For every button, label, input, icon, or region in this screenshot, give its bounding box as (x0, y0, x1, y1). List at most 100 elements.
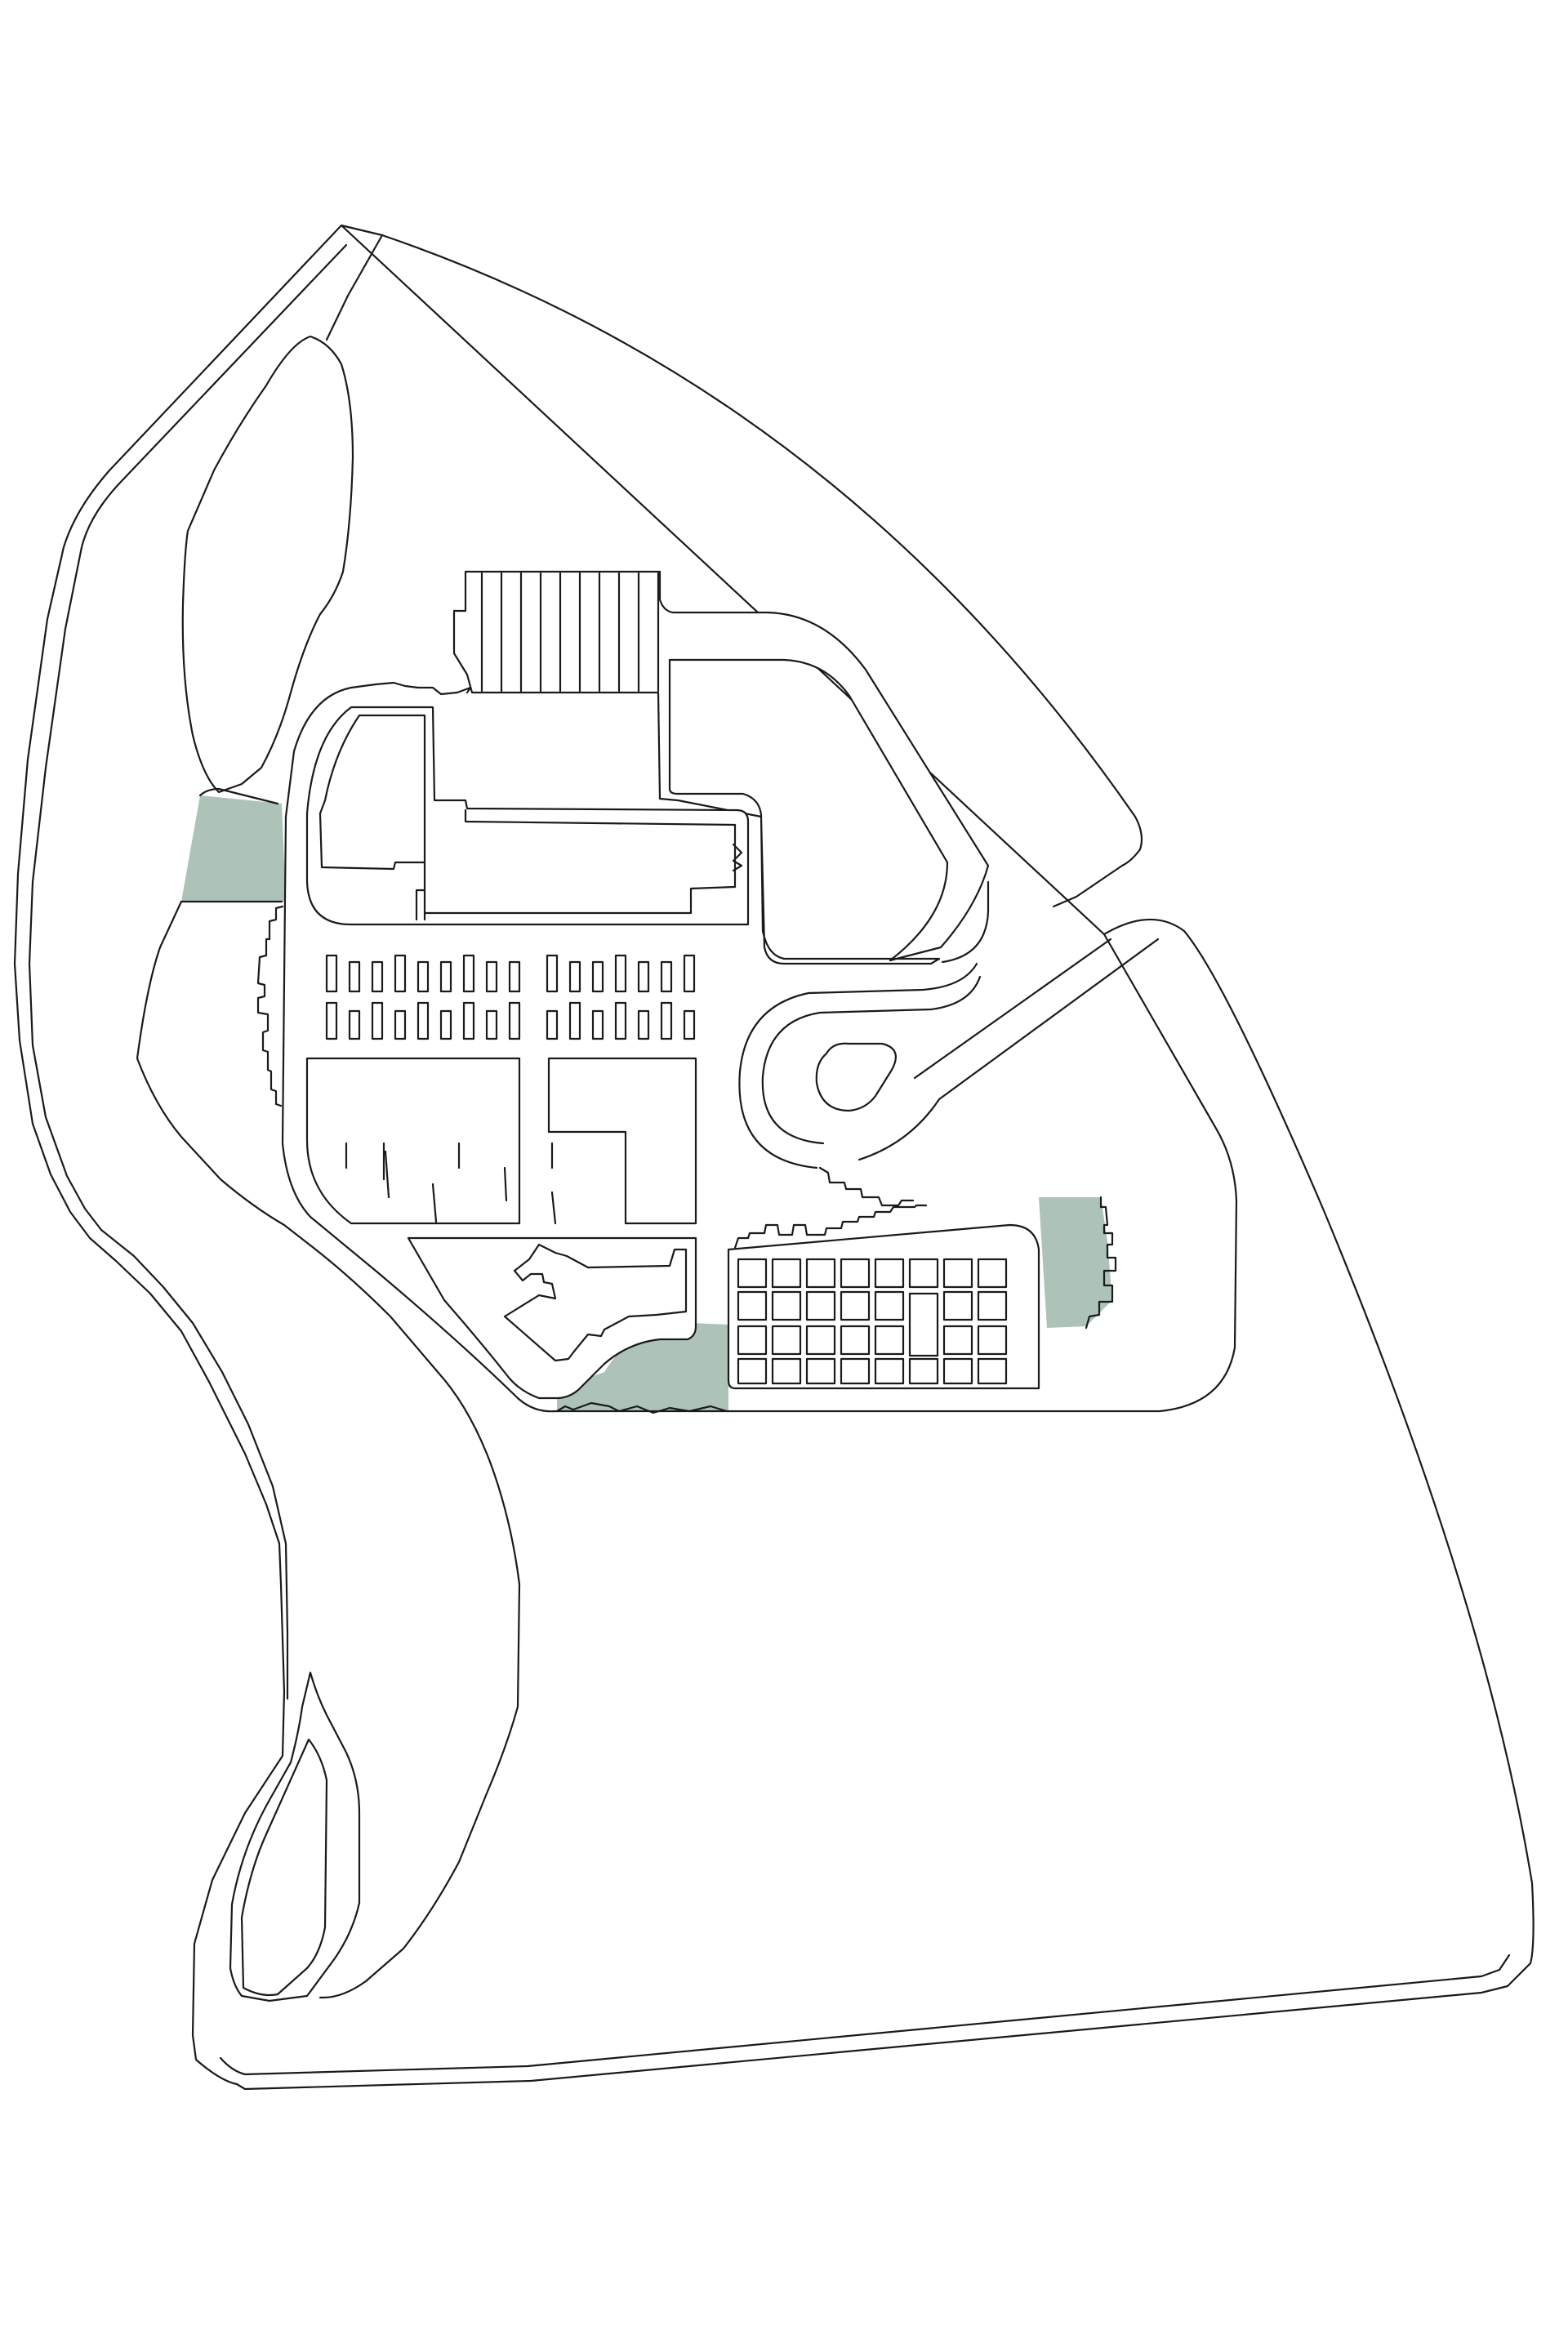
parking-stall (683, 1009, 696, 1040)
parking-stall (416, 960, 430, 993)
parking-stall (439, 1009, 452, 1040)
south-island (229, 1671, 361, 2002)
turnaround-outer (738, 880, 1160, 1169)
parking-grid-cell (874, 1325, 905, 1356)
stepped-edge-north (818, 1166, 915, 1207)
parking-stall (348, 960, 361, 993)
site-boundary (13, 224, 1535, 2091)
green-space-west (181, 795, 286, 902)
turnaround-island (815, 1042, 897, 1112)
main-building (305, 706, 750, 926)
parking-grid-cell (737, 1357, 768, 1385)
parking-stall (416, 1001, 430, 1040)
parking-stall (546, 1009, 559, 1040)
parking-stall (660, 960, 673, 993)
parking-grid-cell (840, 1357, 871, 1385)
parking-grid-cell (771, 1325, 802, 1356)
parking-stall (371, 1001, 384, 1040)
parking-stall (394, 1009, 407, 1040)
turnaround-loop (738, 880, 1160, 1169)
stepped-planting-edges (256, 905, 1117, 1414)
island-inner (240, 1738, 328, 1997)
parking-grid-cell (908, 1357, 939, 1385)
parking-grid-cell (942, 1325, 973, 1356)
parking-grid-cell (977, 1357, 1008, 1385)
turnaround-inner (761, 938, 1112, 1145)
parking-grid-cell (771, 1258, 802, 1289)
parking-grid-cell (874, 1357, 905, 1385)
wooded-area-west (181, 335, 354, 794)
parking-block-west (305, 1057, 521, 1225)
south-parking-blocks (305, 1057, 697, 1225)
parking-grid-cell (942, 1290, 973, 1321)
parking-grid-cell (874, 1258, 905, 1289)
parking-grid-cell (840, 1258, 871, 1289)
parking-stall (508, 960, 521, 993)
parking-stall (325, 1001, 338, 1040)
parking-grid-cell (874, 1290, 905, 1321)
parking-grid-cell (737, 1258, 768, 1289)
parking-grid-cell (805, 1290, 836, 1321)
parking-stall (683, 954, 696, 993)
parking-grid-cell (908, 1292, 939, 1357)
parking-grid-cell (977, 1325, 1008, 1356)
south-building-footprint (503, 1243, 688, 1362)
parking-grid-cell (840, 1325, 871, 1356)
boundary-outer-line (13, 224, 1535, 2091)
stepped-edge-east (1085, 1196, 1117, 1330)
parking-stall (591, 1009, 604, 1040)
north-parking-lot (452, 570, 990, 965)
parking-stall (660, 1001, 673, 1040)
parking-grid-cell (840, 1290, 871, 1321)
parking-stall (394, 954, 407, 993)
parking-stall (325, 954, 338, 993)
campus-ring-road (281, 681, 1238, 1413)
parking-stall-dividers (345, 1142, 557, 1225)
north-parking-stalls (480, 572, 660, 693)
parking-stall (348, 1009, 361, 1040)
parking-grid-cell (942, 1258, 973, 1289)
parking-stall (439, 960, 452, 993)
east-grid-parking (727, 1223, 1040, 1390)
main-building-outline (305, 706, 750, 926)
boundary-inner-line (28, 234, 1511, 2076)
parking-grid-cells (737, 1258, 1008, 1385)
stepped-edge-west (256, 905, 284, 1107)
parking-row-2 (325, 1001, 696, 1040)
green-spaces (181, 795, 1112, 1411)
parking-stall (546, 954, 559, 993)
parking-stall (485, 960, 498, 993)
parking-stall (462, 1001, 475, 1040)
parking-stall (462, 954, 475, 993)
parking-grid-cell (805, 1325, 836, 1356)
parking-grid-cell (805, 1357, 836, 1385)
parking-grid-cell (771, 1357, 802, 1385)
parking-stall (637, 960, 650, 993)
parking-grid-cell (977, 1290, 1008, 1321)
north-parking (452, 570, 990, 965)
island-outer (229, 1671, 361, 2002)
parking-grid-cell (771, 1290, 802, 1321)
parking-stall (485, 1009, 498, 1040)
parking-row-1 (325, 954, 696, 993)
west-road-edge (136, 787, 521, 1999)
parking-stall (508, 1001, 521, 1040)
main-building-wings (318, 714, 743, 921)
parking-stall (591, 960, 604, 993)
parking-stall (568, 1001, 581, 1040)
stepped-edge-grid (733, 1204, 928, 1250)
green-space-east (1039, 1197, 1112, 1328)
green-space-south (557, 1322, 728, 1411)
parking-stall (637, 1009, 650, 1040)
parking-grid-cell (908, 1258, 939, 1289)
parking-stall (568, 960, 581, 993)
parking-stall (371, 960, 384, 993)
central-parking-rows (305, 954, 697, 1225)
parking-stall (614, 954, 627, 993)
parking-grid-cell (805, 1258, 836, 1289)
parking-grid-cell (737, 1290, 768, 1321)
parking-grid-cell (942, 1357, 973, 1385)
parking-stall (614, 1001, 627, 1040)
south-building-plot (407, 1236, 697, 1400)
